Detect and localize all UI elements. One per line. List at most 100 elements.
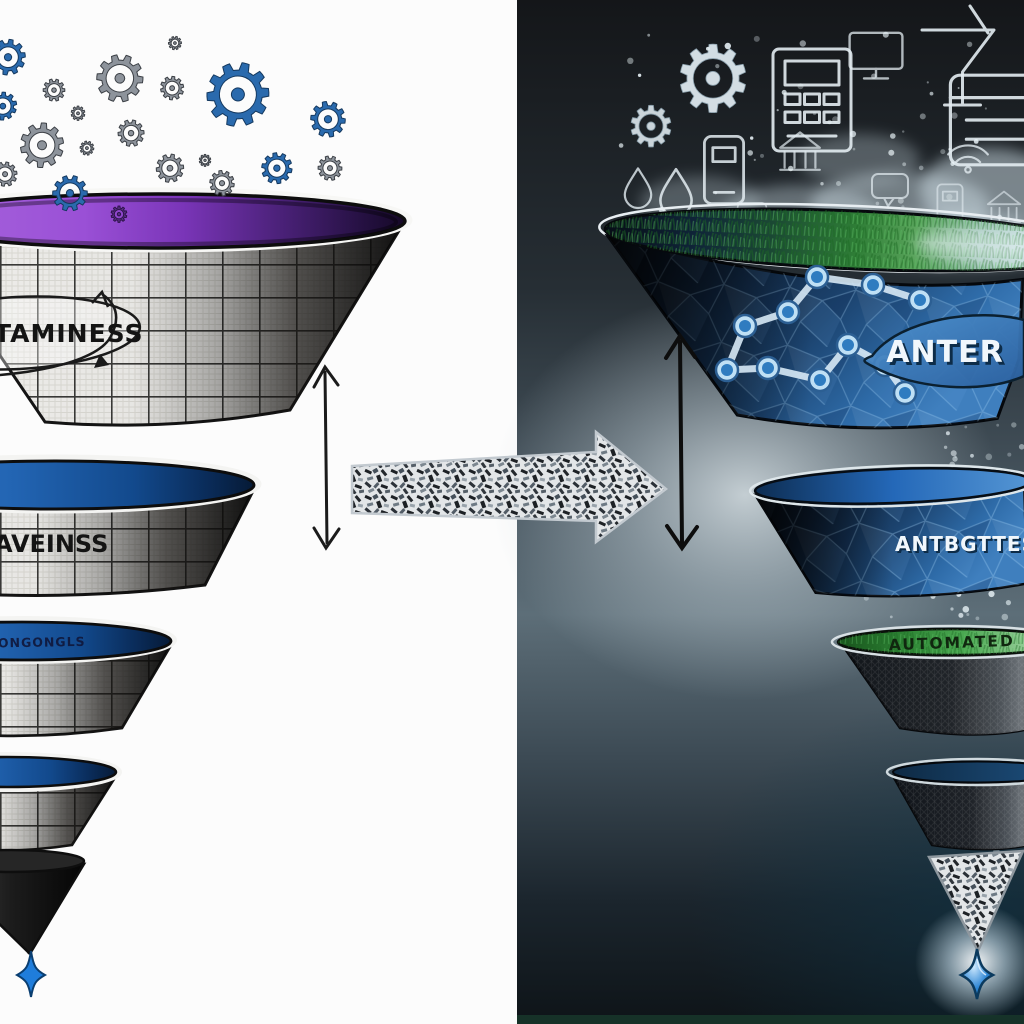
funnel-left-stage4 — [0, 752, 122, 852]
sparkle-particle — [950, 161, 955, 166]
curved-arrow-head-small — [94, 354, 109, 368]
sparkle-particle — [946, 193, 953, 200]
molecule-node-core — [782, 306, 794, 318]
sparkle-particle — [958, 612, 964, 618]
sparkle-particle — [637, 73, 642, 78]
fog-puff — [800, 134, 920, 186]
bank-icon — [779, 131, 821, 171]
funnel-right-stage2-rim — [753, 467, 1024, 505]
sparkle-particle — [926, 81, 929, 84]
gear-icon: ⚙ — [0, 27, 34, 90]
svg-text:⚙: ⚙ — [672, 26, 754, 133]
funnel-left-stage2: AVEINSS — [0, 454, 262, 597]
funnel-left-stage1-outer-lip — [0, 187, 413, 253]
sparkle-particle — [889, 615, 893, 619]
sparkle-particle — [962, 606, 970, 613]
funnel-left-stage3-rim — [0, 620, 173, 662]
gear-icon: ⚙ — [109, 203, 129, 228]
funnel-right-stage2-outer-lip — [748, 464, 1024, 508]
sparkle-particle — [797, 83, 804, 90]
sparkle-particle — [1007, 452, 1012, 457]
right-panel-bottom-strip — [517, 1015, 1024, 1024]
sparkle-particle — [832, 116, 839, 123]
funnel-right-stage3-highlight — [843, 640, 1024, 735]
sparkle-particle — [1018, 444, 1024, 450]
sparkle-particle — [715, 64, 720, 69]
sparkle-particle — [618, 143, 624, 148]
funnel-left-stage1-shading — [0, 224, 403, 426]
funnel-right-stage1-label-shadow: ANTER — [889, 338, 1006, 373]
sparkle-particle — [984, 107, 988, 110]
monitor-icon — [848, 31, 904, 80]
funnel-left-stage3: ITWONGONGLS — [0, 616, 177, 738]
sparkle-particle — [871, 73, 877, 79]
gear-icon: ⚙ — [12, 109, 72, 183]
funnel-right-stage4-rim — [892, 760, 1024, 784]
sparkle-particle — [951, 112, 958, 119]
shavings-triangle — [927, 849, 1024, 954]
gear-icon: ⚙ — [671, 26, 754, 134]
sparkle-particle — [950, 607, 954, 611]
double-arrow-left — [312, 364, 341, 551]
sparkle-particle — [724, 42, 731, 50]
molecule-node-core — [842, 339, 854, 351]
funnel-right-stage3-grass — [838, 629, 1024, 655]
gear-icon: ⚙ — [625, 95, 676, 161]
sparkle-particle — [943, 445, 948, 449]
sparkle-particle — [902, 162, 907, 167]
sparkle-particle — [964, 425, 968, 429]
funnel-right-stage4-highlight — [893, 768, 1024, 850]
curved-arrow-head — [91, 289, 110, 308]
sparkle-particle — [957, 87, 960, 89]
shavings-transfer-arrow — [350, 429, 669, 545]
curved-arrow — [0, 292, 118, 377]
sparkle-particle — [799, 40, 806, 47]
funnel-left-stage4-rim — [0, 755, 118, 789]
funnel-left-stage3-shading — [0, 645, 171, 736]
sparkle-particle — [890, 133, 896, 139]
funnel-left-stage3-outer-lip — [0, 616, 177, 664]
gear-icon: ⚙ — [204, 162, 240, 206]
funnel-left-stage2-rim — [0, 459, 256, 511]
sparkle-particle — [918, 165, 924, 171]
funnel-right-stage4 — [885, 757, 1024, 851]
sparkle-particle — [948, 148, 951, 151]
molecule-node-core — [914, 294, 926, 306]
sparkle-particle — [827, 119, 832, 125]
molecule-node-core — [739, 320, 751, 332]
sparkle-particle — [1005, 600, 1012, 606]
sparkle-particle — [627, 57, 634, 64]
sparkle-particle — [753, 158, 756, 161]
sparkle-particle — [966, 41, 973, 47]
funnel-right-stage1: ANTER ANTER — [598, 202, 1024, 430]
sparkle-particle — [952, 456, 958, 462]
funnel-left-stage2-shading — [0, 489, 254, 596]
label-oval-outline — [0, 295, 142, 371]
sparkle-particle — [812, 111, 817, 116]
sparkle-particle — [919, 113, 926, 120]
sparkle-particle — [985, 453, 993, 461]
sparkle-particle — [753, 35, 760, 42]
funnel-left-stage1: TAMINESS — [0, 187, 413, 427]
sparkle-particle — [929, 91, 934, 96]
sparkle-particle — [647, 33, 651, 37]
cone-rim — [0, 848, 86, 874]
double-arrow-right — [664, 332, 699, 552]
molecule-node-core — [762, 362, 774, 374]
diamond-right — [958, 948, 996, 1000]
calculator-icon — [771, 47, 853, 153]
gear-icon: ⚙ — [164, 32, 185, 56]
funnel-right-stage3-label: AUTOMATED — [888, 632, 1015, 654]
funnel-right-stage2 — [748, 464, 1024, 598]
browser-icon — [948, 73, 1024, 167]
funnel-left-stage4-outer-lip — [0, 752, 122, 792]
molecule-node-core — [811, 271, 823, 283]
funnel-right-stage3-outer-lip — [830, 624, 1024, 660]
droplet-icon — [623, 167, 653, 210]
gear-icon: ⚙ — [198, 151, 212, 170]
sparkle-particle — [788, 165, 794, 172]
funnel-left-stage4-shading — [0, 776, 116, 851]
funnel-right-stage4-outer-lip — [885, 757, 1024, 787]
